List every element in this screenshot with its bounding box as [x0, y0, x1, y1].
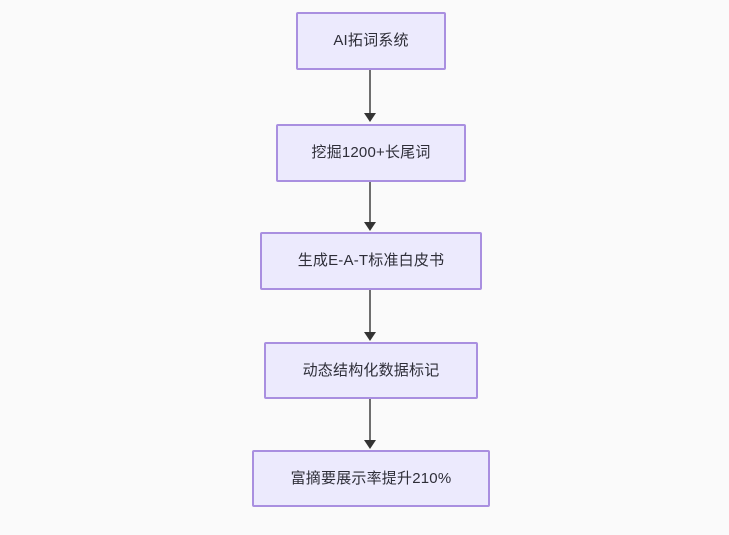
flow-node-mine-longtail-keywords[interactable]: 挖掘1200+长尾词 [276, 124, 466, 182]
flow-edge-2-3 [369, 182, 371, 223]
flow-edge-4-5 [369, 399, 371, 441]
flow-node-generate-eat-whitepaper[interactable]: 生成E-A-T标准白皮书 [260, 232, 482, 290]
flow-node-label: 生成E-A-T标准白皮书 [297, 252, 445, 269]
flow-arrowhead-1-2 [364, 113, 376, 122]
flow-node-label: AI拓词系统 [333, 32, 409, 49]
flow-edge-1-2 [369, 70, 371, 115]
flow-node-label: 动态结构化数据标记 [302, 361, 440, 379]
flow-arrowhead-4-5 [364, 440, 376, 449]
flow-node-dynamic-structured-data-markup[interactable]: 动态结构化数据标记 [264, 342, 478, 399]
flow-arrowhead-3-4 [364, 332, 376, 341]
flow-node-label: 挖掘1200+长尾词 [311, 144, 431, 161]
flow-node-rich-snippet-impression-increase[interactable]: 富摘要展示率提升210% [252, 450, 490, 507]
flow-edge-3-4 [369, 290, 371, 333]
flow-node-ai-keyword-system[interactable]: AI拓词系统 [296, 12, 446, 70]
flow-node-label: 富摘要展示率提升210% [290, 469, 452, 487]
flow-arrowhead-2-3 [364, 222, 376, 231]
